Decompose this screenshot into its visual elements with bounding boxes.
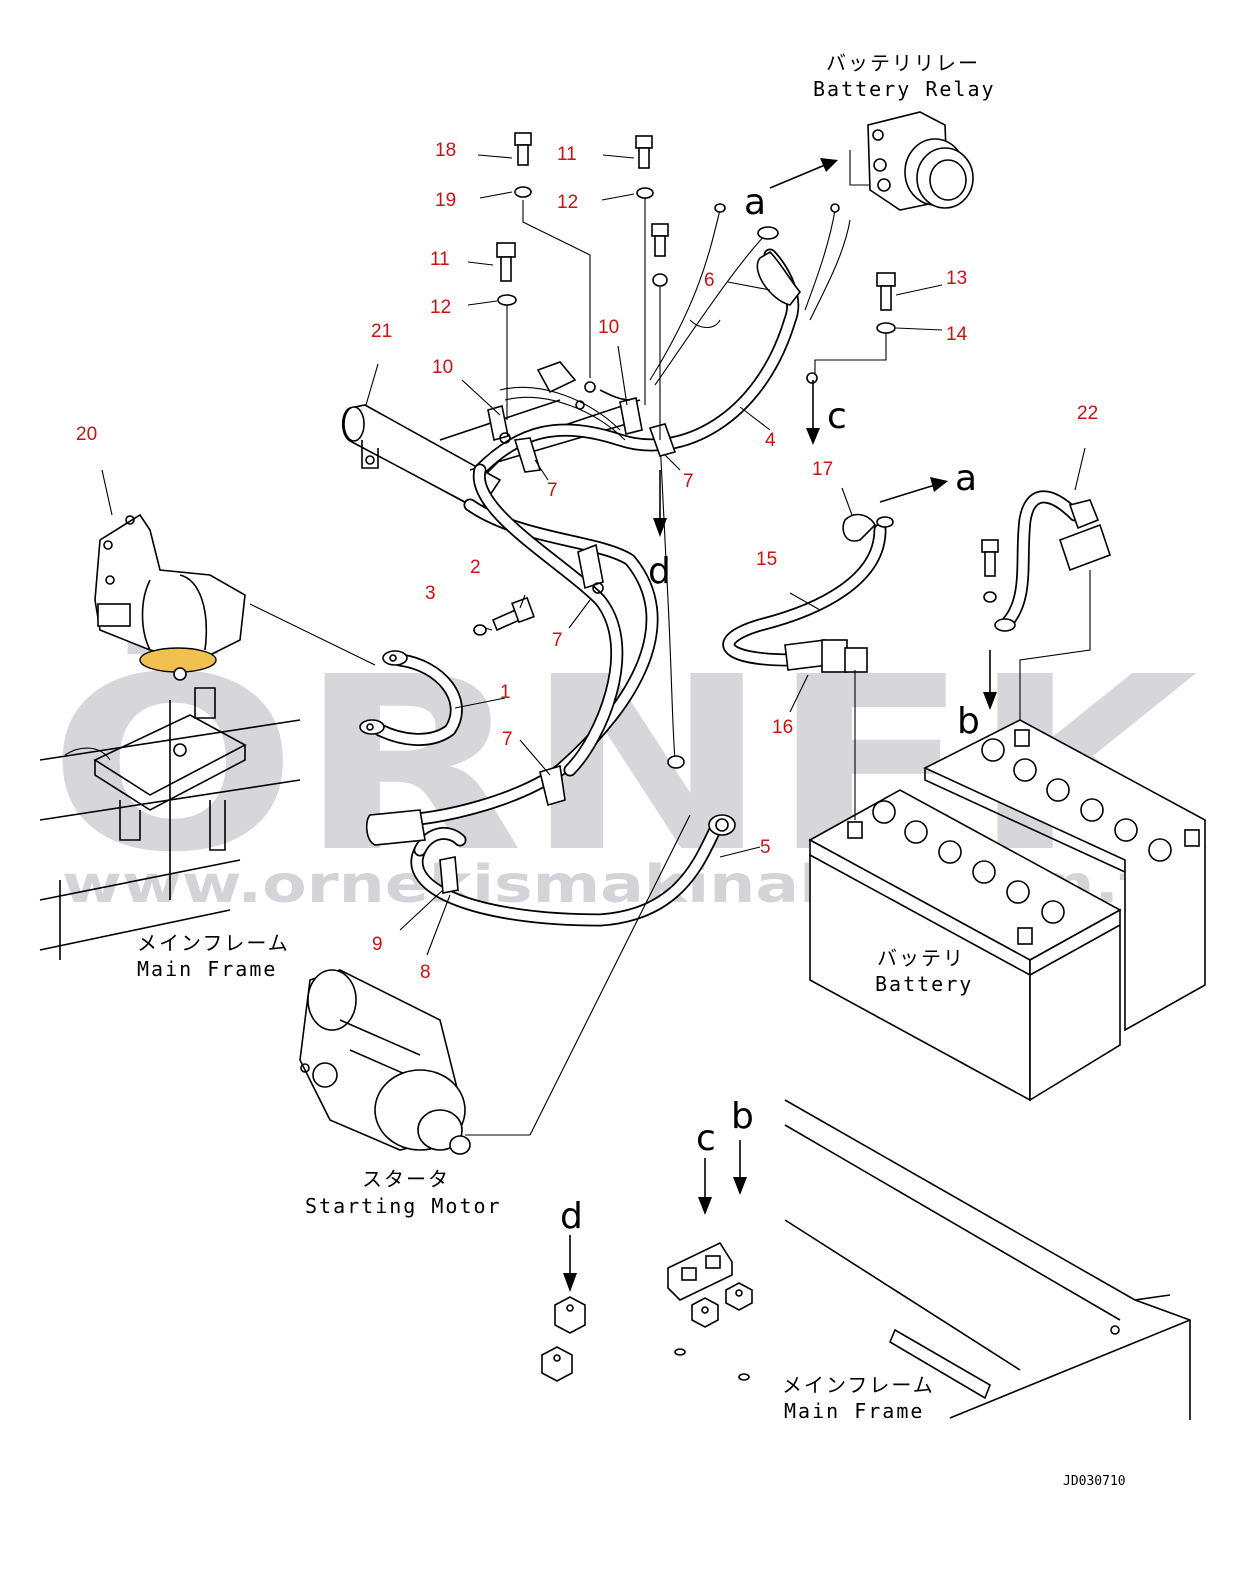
callout-11-b: 11 (430, 249, 450, 270)
callout-5: 5 (760, 837, 771, 858)
callout-12-b: 12 (430, 297, 451, 318)
battery-caps (847, 729, 1200, 945)
view-letter-d-top: d (648, 551, 671, 592)
drawing-code: JD030710 (1063, 1474, 1126, 1489)
callout-21: 21 (371, 321, 392, 342)
view-arrows (563, 158, 997, 1292)
cross-tube (341, 399, 641, 512)
starting-motor (299, 814, 691, 1155)
battery-label-en: Battery (875, 972, 973, 996)
battery (808, 719, 1206, 1102)
callout-14: 14 (946, 324, 968, 345)
main-frame-left-label-jp: メインフレーム (137, 931, 290, 955)
callout-20: 20 (76, 424, 97, 445)
main-frame-left (39, 687, 301, 960)
leader-lines (101, 154, 1091, 956)
view-letter-b-battery: b (957, 701, 980, 742)
callout-17: 17 (812, 459, 833, 480)
callout-13: 13 (946, 268, 967, 289)
callout-7-c: 7 (552, 630, 563, 651)
callout-15: 15 (756, 549, 777, 570)
starting-motor-label-jp: スタータ (362, 1167, 450, 1191)
view-letter-a-top: a (744, 182, 766, 223)
part-20-component (94, 513, 376, 681)
clamps (439, 397, 677, 894)
callout-22: 22 (1077, 403, 1098, 424)
callout-19: 19 (435, 190, 456, 211)
view-letter-labels: a a b b c c d d (560, 182, 980, 1237)
main-frame-right-label-en: Main Frame (784, 1399, 924, 1423)
main-frame-right-label-jp: メインフレーム (782, 1373, 935, 1397)
starting-motor-label-en: Starting Motor (305, 1194, 502, 1218)
battery-relay (849, 111, 974, 211)
callout-10-a: 10 (432, 357, 453, 378)
fasteners (473, 132, 999, 636)
view-letter-d-bottom: d (560, 1196, 583, 1237)
callout-9: 9 (372, 934, 383, 955)
callout-3: 3 (425, 583, 436, 604)
callout-7-b: 7 (683, 471, 694, 492)
main-frame-right (541, 1099, 1191, 1420)
main-frame-left-label-en: Main Frame (137, 957, 277, 981)
view-letter-c-top: c (827, 396, 847, 437)
callout-4: 4 (765, 430, 776, 451)
callout-16: 16 (772, 717, 793, 738)
callout-2: 2 (470, 557, 481, 578)
callout-18: 18 (435, 140, 456, 161)
terminals (359, 203, 1112, 836)
view-letter-c-bottom: c (696, 1118, 716, 1159)
battery-label-jp: バッテリ (877, 946, 965, 970)
callout-7-d: 7 (502, 729, 513, 750)
callout-7-a: 7 (547, 480, 558, 501)
cables (365, 209, 1082, 927)
callout-12-a: 12 (557, 192, 578, 213)
callout-6: 6 (704, 270, 715, 291)
callout-8: 8 (420, 962, 431, 983)
callout-10-b: 10 (598, 317, 619, 338)
callout-11-a: 11 (557, 144, 577, 165)
battery-relay-label-en: Battery Relay (813, 77, 996, 101)
callout-1: 1 (500, 682, 511, 703)
callout-numbers: 1 2 3 4 5 6 7 7 7 7 8 9 10 10 11 11 12 1… (76, 140, 1098, 983)
component-labels: バッテリリレー Battery Relay メインフレーム Main Frame… (137, 51, 996, 1423)
view-letter-a-right: a (955, 458, 977, 499)
battery-relay-label-jp: バッテリリレー (826, 51, 980, 75)
view-letter-b-bottom: b (731, 1096, 754, 1137)
